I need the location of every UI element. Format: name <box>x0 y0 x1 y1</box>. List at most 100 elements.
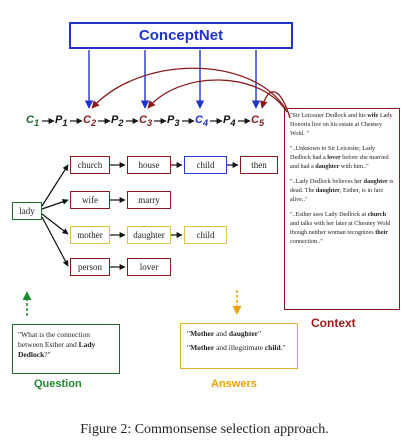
graph-node: mother <box>70 226 110 244</box>
chain-label: C <box>251 114 259 126</box>
ctx-text: before she married and had a <box>290 153 389 170</box>
graph-node: wife <box>70 191 110 209</box>
context-title: Context <box>311 316 356 330</box>
graph-edge <box>41 216 69 267</box>
context-paragraph: "Sir Leicester Dedlock and his wife Lady… <box>290 112 394 139</box>
chain-sub: 3 <box>146 118 153 129</box>
chain-sub: 1 <box>33 118 40 129</box>
answers-title: Answers <box>211 378 257 390</box>
ctx-bold: their <box>375 228 388 236</box>
node-label: marry <box>138 195 160 205</box>
chain-node-p3: P3 <box>167 114 179 128</box>
graph-node: church <box>70 156 110 174</box>
answers-box: "Mother and daughter" "Mother and illegi… <box>180 323 298 369</box>
graph-node: then <box>240 156 278 174</box>
ans-text: " <box>257 329 262 338</box>
context-arrow <box>260 91 291 119</box>
ctx-bold: church <box>367 210 387 218</box>
question-text: ?" <box>44 350 51 360</box>
node-label: then <box>251 160 267 170</box>
ctx-text: with him.." <box>339 162 369 170</box>
graph-node: marry <box>127 191 171 209</box>
chain-sub: 5 <box>258 118 265 129</box>
node-label: person <box>78 262 102 272</box>
graph-node: house <box>127 156 171 174</box>
figure-caption: Figure 2: Commonsense selection approach… <box>80 422 329 437</box>
ctx-text: is dead. The <box>290 177 394 194</box>
ctx-bold: daughter <box>315 186 340 194</box>
chain-label: C <box>195 114 203 126</box>
chain-node-c3: C3 <box>139 114 152 128</box>
question-bold: Lady Dedlock <box>18 340 96 360</box>
context-arrow <box>91 67 286 109</box>
chain-label: P <box>111 114 119 126</box>
ctx-bold: lover <box>327 153 341 161</box>
ans-bold: Mother <box>190 329 215 338</box>
chain-node-p2: P2 <box>111 114 123 128</box>
graph-edge <box>41 213 69 235</box>
context-paragraph: "..Esther sees Lady Dedlock at church an… <box>290 211 394 247</box>
chain-node-c5: C5 <box>251 114 264 128</box>
conceptnet-label: ConceptNet <box>138 27 224 44</box>
graph-node: child <box>184 226 227 244</box>
node-label: mother <box>77 230 103 240</box>
ans-text: and illegitimate <box>214 343 265 353</box>
ans-text: and <box>214 329 229 338</box>
node-label: daughter <box>133 230 165 240</box>
answer-item: "Mother and illegitimate child." <box>187 343 291 353</box>
graph-node: person <box>70 258 110 276</box>
conceptnet-box: ConceptNet <box>69 22 293 49</box>
chain-label: C <box>139 114 147 126</box>
chain-label: P <box>223 114 231 126</box>
question-text: "What is the connection between Esther a… <box>18 330 90 350</box>
graph-node: lover <box>127 258 171 276</box>
context-arrow <box>147 79 288 113</box>
ctx-text: Lady Honoria live on his estate at Chesn… <box>290 112 393 137</box>
chain-sub: 4 <box>202 118 209 129</box>
ans-text: " <box>187 329 191 338</box>
context-paragraph: "..Unknown to Sir Leicester, Lady Dedloc… <box>290 145 394 172</box>
node-label: house <box>138 160 160 170</box>
graph-node: child <box>184 156 227 174</box>
chain-node-c4: C4 <box>195 114 208 128</box>
question-title: Question <box>34 378 82 390</box>
chain-label: P <box>167 114 175 126</box>
ctx-text: connection.." <box>290 237 323 245</box>
chain-label: P <box>55 114 63 126</box>
ctx-bold: daughter <box>363 177 388 185</box>
node-label: lover <box>139 262 159 272</box>
chain-sub: 2 <box>118 118 124 129</box>
ctx-bold: wife <box>367 112 379 119</box>
graph-edge <box>41 198 69 210</box>
ctx-text: and talks with her later at Chesney Wold… <box>290 219 391 236</box>
ans-text: ." <box>280 343 286 353</box>
ctx-text: "Sir Leicester Dedlock and his <box>290 112 368 119</box>
chain-sub: 2 <box>90 118 97 129</box>
node-label: child <box>196 160 215 170</box>
answer-item: "Mother and daughter" <box>187 329 291 339</box>
ctx-text: "..Unknown to Sir Leicester, Lady Dedloc… <box>290 144 375 161</box>
ctx-text: "..Lady Dedlock believes her <box>290 177 364 185</box>
ans-bold: Mother <box>190 343 215 353</box>
chain-node-p4: P4 <box>223 114 235 128</box>
chain-node-c1: C1 <box>26 114 39 128</box>
ctx-text: , Esther, is in fact alive.." <box>290 186 383 203</box>
ctx-text: "..Esther sees Lady Dedlock at <box>290 210 368 218</box>
chain-label: C <box>26 114 34 126</box>
chain-label: C <box>83 114 91 126</box>
chain-sub: 3 <box>174 118 180 129</box>
context-box: "Sir Leicester Dedlock and his wife Lady… <box>284 108 400 310</box>
ans-text: " <box>187 343 191 353</box>
chain-node-p1: P1 <box>55 114 67 128</box>
ans-bold: daughter <box>228 329 258 338</box>
graph-node: daughter <box>127 226 171 244</box>
graph-node-root: lady <box>12 202 42 220</box>
node-label: lady <box>19 206 35 216</box>
chain-sub: 1 <box>62 118 68 129</box>
context-paragraph: "..Lady Dedlock believes her daughter is… <box>290 178 394 205</box>
graph-edge <box>41 164 69 207</box>
node-label: wife <box>82 195 98 205</box>
node-label: church <box>77 160 103 170</box>
chain-node-c2: C2 <box>83 114 96 128</box>
